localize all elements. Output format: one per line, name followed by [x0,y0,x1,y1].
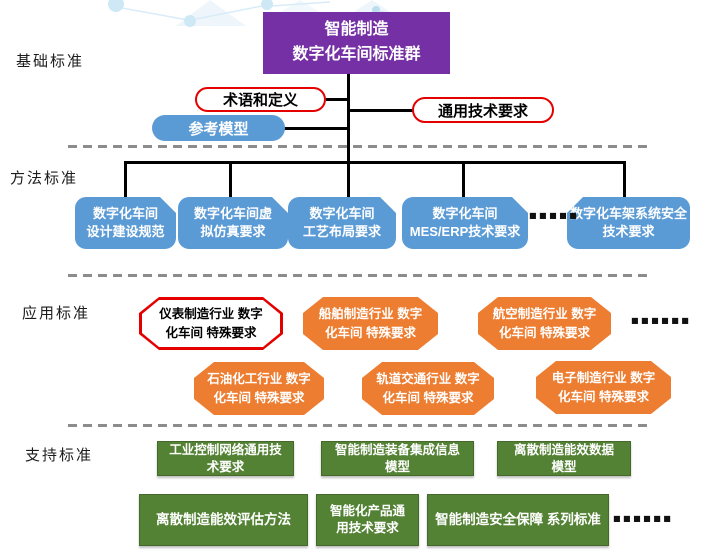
title-line2: 数字化车间标准群 [292,46,421,63]
support-node-energy-evaluation: 离散制造能效评估方法 [139,494,308,546]
support-node-equipment-integration-model: 智能制造装备集成信息 模型 [321,441,474,476]
method-node-mes-erp: 数字化车间 MES/ERP技术要求 [402,197,528,249]
connector-drop-2 [229,161,232,197]
section-label-basic: 基础标准 [16,53,85,70]
connector-terms [326,98,348,101]
method-ellipsis: ■■■■■ [529,211,580,220]
app-node-shipbuilding: 船舶制造行业 数字 化车间 特殊要求 [303,297,438,350]
support-node-smart-product-general: 智能化产品通 用技术要求 [316,494,419,546]
divider-application-support [68,424,652,427]
section-label-application: 应用标准 [22,305,91,322]
title-box: 智能制造 数字化车间标准群 [263,12,450,74]
connector-drop-4 [462,161,465,197]
section-label-method: 方法标准 [10,170,79,187]
divider-method-application [68,274,652,277]
support-node-industrial-control-network: 工业控制网络通用技 术要求 [157,441,294,476]
app-node-instrument: 仪表制造行业 数字 化车间 特殊要求 [139,297,283,350]
app-node-aviation: 航空制造行业 数字 化车间 特殊要求 [478,297,611,350]
connector-general [349,109,413,112]
connector-method-bar [124,161,626,164]
support-node-energy-data-model: 离散制造能效数据 模型 [497,441,631,476]
connector-drop-1 [124,161,127,197]
method-node-design: 数字化车间 设计建设规范 [75,197,176,249]
app-node-electronics: 电子制造行业 数字 化车间 特殊要求 [536,361,671,414]
divider-basic-method [68,145,652,148]
support-ellipsis: ■■■■■■ [613,514,674,523]
section-label-support: 支持标准 [25,447,94,464]
application-ellipsis: ■■■■■■ [631,316,692,325]
connector-drop-5 [623,161,626,197]
general-tech-node: 通用技术要求 [412,97,554,123]
app-node-rail-transit: 轨道交通行业 数字 化车间 特殊要求 [362,362,494,415]
method-node-process-layout: 数字化车间 工艺布局要求 [288,197,396,249]
method-node-system-security: 数字化车架系统安全 技术要求 [567,197,690,249]
support-node-security-series: 智能制造安全保障 系列标准 [427,494,609,546]
connector-reference [284,127,348,130]
terms-definition-node: 术语和定义 [195,87,326,112]
method-node-simulation: 数字化车间虚 拟仿真要求 [178,197,288,249]
connector-center-vertical [347,74,350,197]
title-line1: 智能制造 [324,21,389,39]
reference-model-node: 参考模型 [152,115,285,141]
app-node-petrochemical: 石油化工行业 数字 化车间 特殊要求 [194,362,324,415]
